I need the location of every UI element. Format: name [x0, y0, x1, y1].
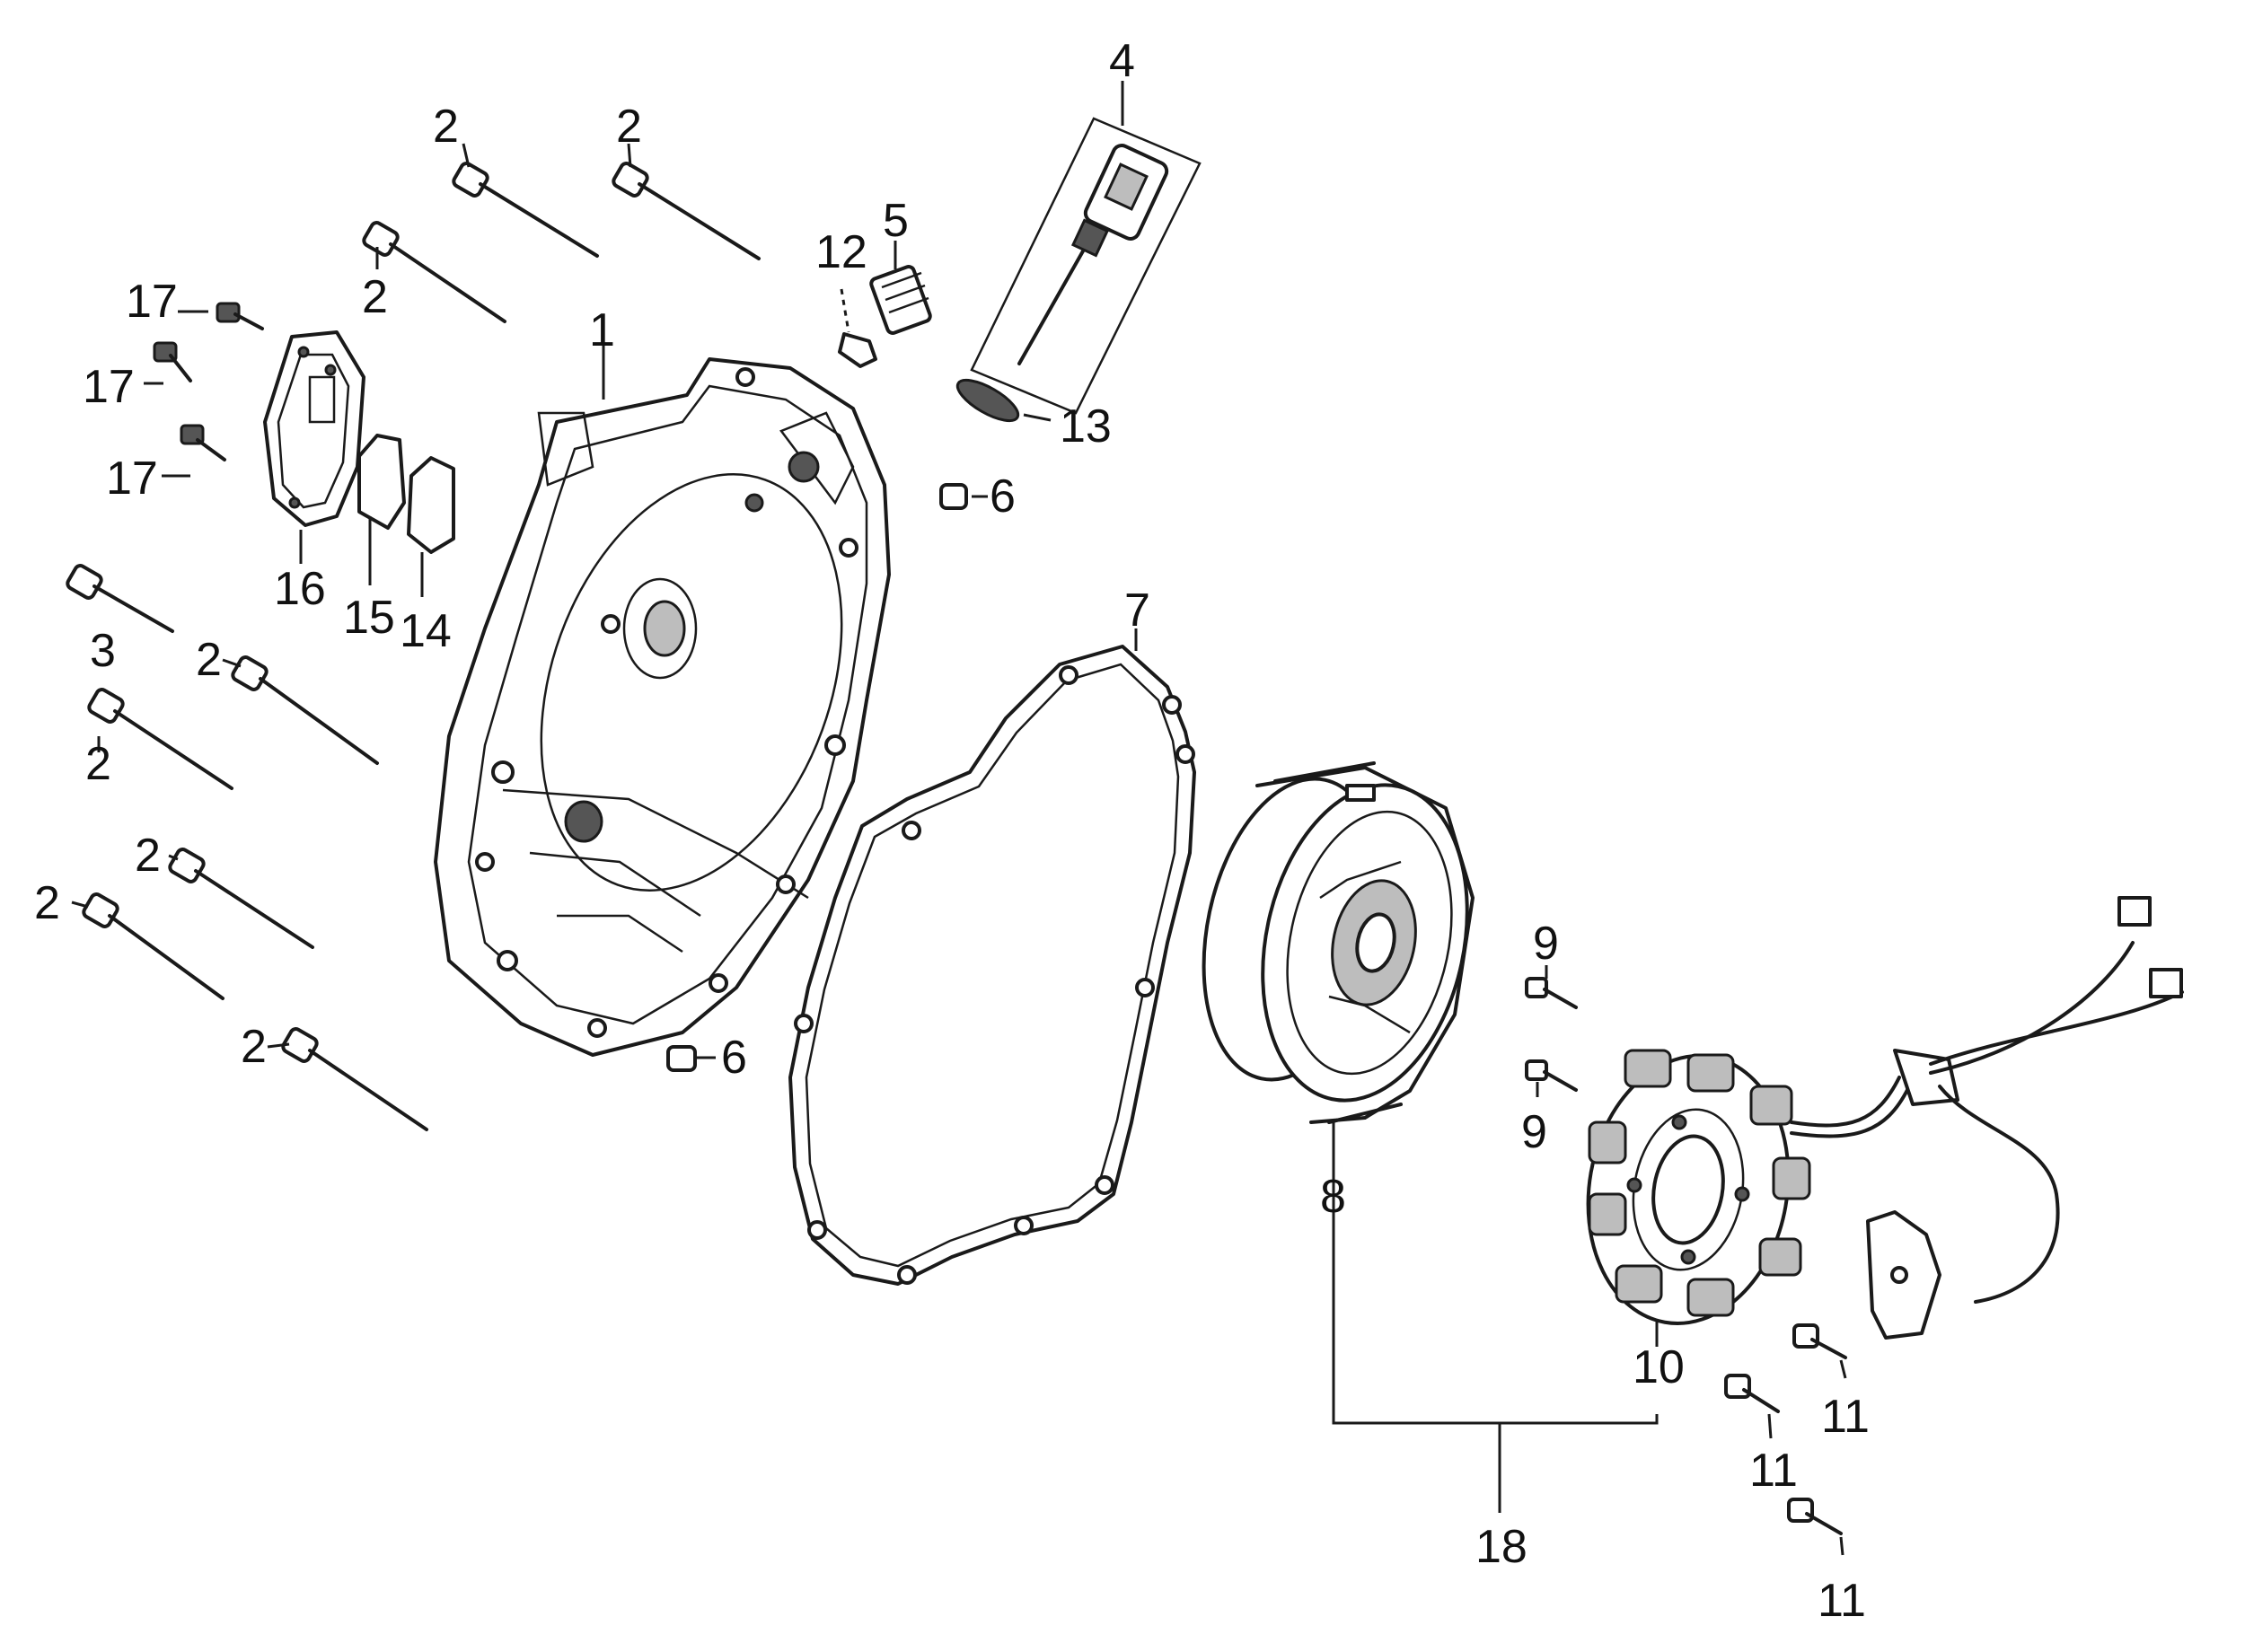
bolt-17-b	[153, 341, 192, 382]
callout-17: 17	[126, 276, 178, 328]
callout-2: 2	[433, 101, 459, 153]
callout-2: 2	[241, 1021, 267, 1073]
callout-11: 11	[1818, 1575, 1866, 1627]
callout-8: 8	[1320, 1171, 1346, 1223]
flywheel-8	[1202, 761, 1475, 1124]
callout-2: 2	[616, 101, 642, 153]
callout-2: 2	[135, 830, 161, 882]
gasket-7	[788, 645, 1196, 1286]
callout-7: 7	[1124, 584, 1150, 637]
bolt-2-left-4	[82, 892, 224, 1000]
crankcase-cover-1	[434, 357, 891, 1057]
callout-6: 6	[721, 1032, 747, 1084]
screw-9-a	[1525, 977, 1578, 1009]
dipstick-4	[970, 117, 1202, 415]
screw-11-b	[1724, 1374, 1780, 1413]
callout-12: 12	[815, 226, 867, 278]
bolt-2-left-3	[168, 848, 314, 949]
callout-9: 9	[1521, 1106, 1547, 1158]
callout-17: 17	[106, 453, 158, 505]
bolt-3	[66, 564, 174, 633]
bolt-2-middle	[362, 221, 506, 323]
screw-11-c	[1787, 1498, 1843, 1535]
screw-9-b	[1525, 1059, 1578, 1092]
callout-17: 17	[83, 361, 135, 413]
stator-10	[1586, 1049, 1811, 1325]
callout-18: 18	[1475, 1521, 1527, 1573]
oring-14	[407, 456, 455, 554]
callout-2: 2	[196, 634, 222, 686]
bolt-17-c	[180, 424, 226, 461]
dowel-6-top	[939, 483, 968, 510]
oring-15	[357, 434, 406, 530]
callout-16: 16	[274, 563, 326, 615]
callout-9: 9	[1533, 918, 1559, 970]
callout-2: 2	[85, 738, 111, 790]
stator-wiring-harness	[1790, 896, 2184, 1340]
callout-10: 10	[1633, 1341, 1685, 1393]
leader-lines	[71, 81, 1847, 1556]
bolt-2-top-right	[612, 162, 761, 260]
callout-6: 6	[990, 470, 1016, 523]
callout-4: 4	[1109, 35, 1135, 87]
callout-5: 5	[883, 195, 909, 247]
bolt-2-top-left	[452, 162, 599, 258]
seal-12	[838, 332, 877, 368]
plug-5	[869, 265, 932, 335]
callout-15: 15	[343, 592, 395, 644]
callout-1: 1	[589, 304, 615, 356]
bolt-2-bottom	[281, 1027, 428, 1131]
callout-2: 2	[362, 271, 388, 323]
callout-13: 13	[1060, 400, 1112, 453]
callout-14: 14	[400, 605, 452, 657]
bolt-2-left-2	[87, 688, 233, 790]
dowel-6-bottom	[666, 1045, 697, 1072]
cover-plate-16	[263, 330, 365, 527]
bolt-2-left-1	[231, 655, 379, 765]
screw-11-a	[1792, 1323, 1847, 1359]
callout-labels: 1 2 2 2 2 2 2 2 2 3 4 5 6 6 7 8 9 9 10 1…	[34, 35, 1870, 1627]
callout-3: 3	[90, 625, 116, 677]
callout-11: 11	[1821, 1391, 1870, 1443]
callout-11: 11	[1749, 1445, 1798, 1497]
oring-13	[955, 378, 1020, 423]
callout-2: 2	[34, 877, 60, 929]
bolt-17-a	[216, 302, 264, 330]
